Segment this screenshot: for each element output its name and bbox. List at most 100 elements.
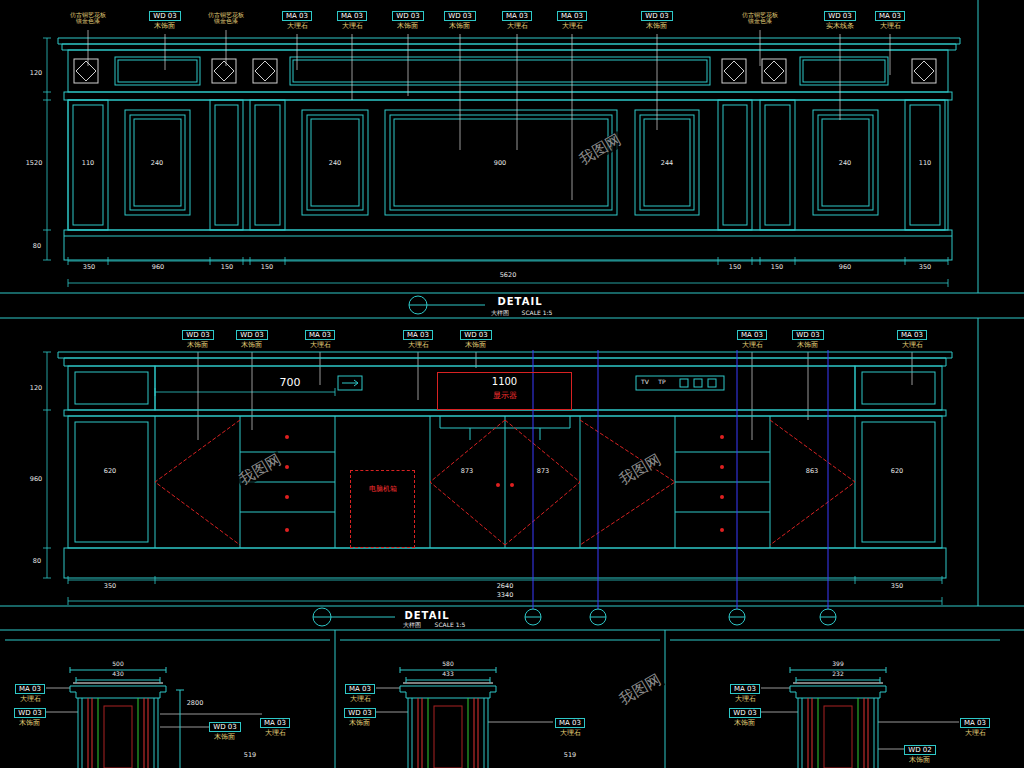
handle xyxy=(510,483,514,487)
material-tag: WD 03木饰面 xyxy=(182,330,213,349)
material-tag: MA 03大理石 xyxy=(960,718,990,737)
dimension-line xyxy=(43,352,51,578)
material-tag: WD 03木饰面 xyxy=(792,330,823,349)
middle-elevation xyxy=(75,372,148,404)
middle-elevation xyxy=(68,366,155,410)
top-elevation xyxy=(58,38,960,260)
dimension-text: 433 xyxy=(442,671,453,677)
material-name: 木饰面 xyxy=(444,22,475,30)
material-code: WD 03 xyxy=(392,11,423,21)
section-marker xyxy=(525,609,836,625)
dimension-text: 700 xyxy=(280,377,301,389)
leader-line xyxy=(198,352,912,440)
material-code: MA 03 xyxy=(260,718,290,728)
material-name: 大理石 xyxy=(282,22,312,30)
monitor-box: 1100显示器 xyxy=(437,372,572,410)
dimension-text: 150 xyxy=(221,264,233,271)
top-elevation xyxy=(293,60,707,82)
dimension-text: 350 xyxy=(891,583,903,590)
dimension-text: 244 xyxy=(661,160,673,167)
equipment-label: 显示器 xyxy=(438,391,571,400)
sheet-frame xyxy=(313,617,395,618)
material-name: 木饰面 xyxy=(344,719,375,727)
material-tag: WD 03木饰面 xyxy=(149,11,180,30)
top-elevation xyxy=(255,105,280,225)
dimension-text: 960 xyxy=(30,476,42,483)
material-tag: WD 03木饰面 xyxy=(460,330,491,349)
material-name: 大理石 xyxy=(555,729,585,737)
detail-subtitle: 大样图 xyxy=(403,622,421,628)
top-elevation xyxy=(115,57,200,85)
section-detail xyxy=(808,698,868,768)
top-elevation xyxy=(215,105,238,225)
dimension-line xyxy=(43,38,948,605)
rosette-ornament xyxy=(762,59,786,83)
dimension-line xyxy=(68,576,942,605)
rosette-ornament xyxy=(722,59,746,83)
dimension-text: 150 xyxy=(729,264,741,271)
dimension-text: 80 xyxy=(33,243,41,250)
material-name: 大理石 xyxy=(730,695,760,703)
middle-elevation xyxy=(680,379,688,387)
door-swing xyxy=(155,420,855,545)
material-tag: MA 03大理石 xyxy=(555,718,585,737)
rosette-ornament xyxy=(76,61,96,81)
equipment-box: 电脑机箱 xyxy=(350,470,415,548)
material-code: WD 03 xyxy=(824,11,855,21)
middle-elevation xyxy=(862,372,935,404)
material-code: MA 03 xyxy=(875,11,905,21)
top-elevation xyxy=(311,119,359,206)
material-tag: WD 03木饰面 xyxy=(729,708,760,727)
middle-elevation xyxy=(862,422,935,542)
material-tag: WD 03木饰面 xyxy=(444,11,475,30)
dimension-text: 620 xyxy=(891,468,903,475)
material-code: MA 03 xyxy=(305,330,335,340)
dimension-text: 900 xyxy=(494,160,506,167)
top-elevation xyxy=(307,115,363,210)
section-detail xyxy=(408,698,488,768)
material-name: 木饰面 xyxy=(236,341,267,349)
top-elevation xyxy=(394,119,608,206)
material-code: MA 03 xyxy=(15,684,45,694)
top-elevation xyxy=(125,110,190,215)
section-detail xyxy=(70,667,184,768)
rosette-ornament xyxy=(914,61,934,81)
socket-label: TV xyxy=(641,379,649,385)
section-detail xyxy=(790,686,886,698)
top-elevation xyxy=(813,110,878,215)
dimension-text: 110 xyxy=(82,160,94,167)
material-tag: MA 03大理石 xyxy=(282,11,312,30)
dimension-text: 150 xyxy=(261,264,273,271)
handle xyxy=(285,528,289,532)
material-tag: MA 03大理石 xyxy=(502,11,532,30)
top-elevation xyxy=(64,236,952,237)
material-tag: WD 03木饰面 xyxy=(14,708,45,727)
dimension-text: 350 xyxy=(104,583,116,590)
top-elevation xyxy=(910,105,940,225)
detail-scale: SCALE 1:5 xyxy=(522,310,553,316)
door-swing xyxy=(155,420,855,545)
top-elevation xyxy=(800,57,888,85)
rosette-ornament xyxy=(912,59,936,83)
dimension-text: 240 xyxy=(329,160,341,167)
section-detail xyxy=(790,667,886,768)
dimension-text: 873 xyxy=(461,468,473,475)
material-code: WD 03 xyxy=(149,11,180,21)
handle xyxy=(496,483,500,487)
section-detail xyxy=(793,683,883,684)
section-detail xyxy=(400,686,496,698)
material-name: 大理石 xyxy=(337,22,367,30)
section-detail xyxy=(176,690,184,768)
material-tag: MA 03大理石 xyxy=(260,718,290,737)
top-elevation xyxy=(118,60,197,82)
material-name: 木饰面 xyxy=(792,341,823,349)
section-cut-line xyxy=(533,350,828,609)
material-code: WD 03 xyxy=(792,330,823,340)
middle-elevation xyxy=(240,452,770,512)
section-detail xyxy=(70,686,166,698)
top-elevation xyxy=(58,38,960,50)
material-code: WD 02 xyxy=(904,745,935,755)
